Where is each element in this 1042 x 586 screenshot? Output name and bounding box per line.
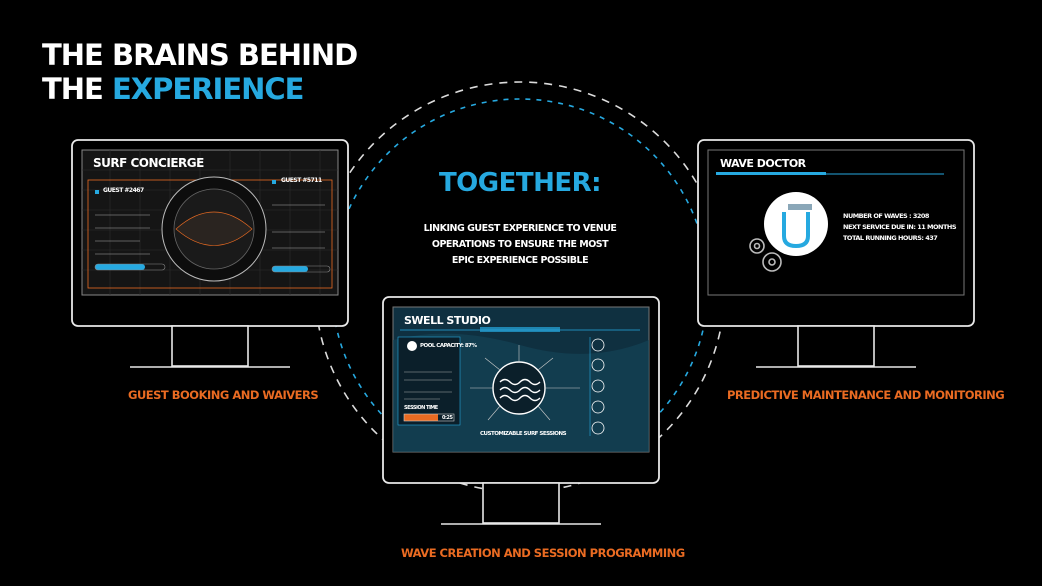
- desc-line-2: OPERATIONS TO ENSURE THE MOST: [431, 239, 609, 250]
- caption-wave-creation: WAVE CREATION AND SESSION PROGRAMMING: [401, 546, 685, 560]
- desc-line-1: LINKING GUEST EXPERIENCE TO VENUE: [423, 223, 617, 234]
- session-time-value: 0:25: [442, 415, 453, 421]
- together-heading: TOGETHER:: [438, 168, 602, 198]
- customizable-sessions-label: CUSTOMIZABLE SURF SESSIONS: [480, 431, 567, 437]
- bottom-monitor: [382, 296, 660, 525]
- stat-running-hours: TOTAL RUNNING HOURS: 437: [843, 234, 938, 242]
- title-line-1: THE BRAINS BEHIND: [42, 38, 358, 72]
- caption-predictive-maintenance: PREDICTIVE MAINTENANCE AND MONITORING: [727, 388, 1005, 402]
- desc-line-3: EPIC EXPERIENCE POSSIBLE: [451, 255, 589, 266]
- left-monitor: [71, 139, 349, 368]
- guest-a-label: GUEST #2467: [103, 187, 144, 194]
- pool-capacity-label: POOL CAPACITY: 87%: [420, 343, 477, 349]
- stat-number-of-waves: NUMBER OF WAVES : 3208: [843, 212, 929, 220]
- title-accent: EXPERIENCE: [111, 72, 305, 106]
- wave-doctor-stats: NUMBER OF WAVES : 3208 NEXT SERVICE DUE …: [843, 211, 957, 244]
- together-description: LINKING GUEST EXPERIENCE TO VENUE OPERAT…: [385, 221, 655, 269]
- page-title: THE BRAINS BEHIND THE EXPERIENCE: [42, 38, 358, 106]
- swell-studio-title: SWELL STUDIO: [404, 314, 491, 327]
- guest-b-label: GUEST #5711: [281, 177, 322, 184]
- wave-doctor-title: WAVE DOCTOR: [720, 157, 806, 170]
- stat-next-service: NEXT SERVICE DUE IN: 11 MONTHS: [843, 223, 957, 231]
- title-line-2: THE EXPERIENCE: [42, 72, 357, 106]
- caption-guest-booking: GUEST BOOKING AND WAIVERS: [128, 388, 319, 402]
- title-line-2-prefix: THE: [42, 72, 112, 106]
- session-time-label: SESSION TIME: [404, 405, 438, 411]
- right-monitor: [697, 139, 975, 368]
- surf-concierge-title: SURF CONCIERGE: [93, 156, 204, 170]
